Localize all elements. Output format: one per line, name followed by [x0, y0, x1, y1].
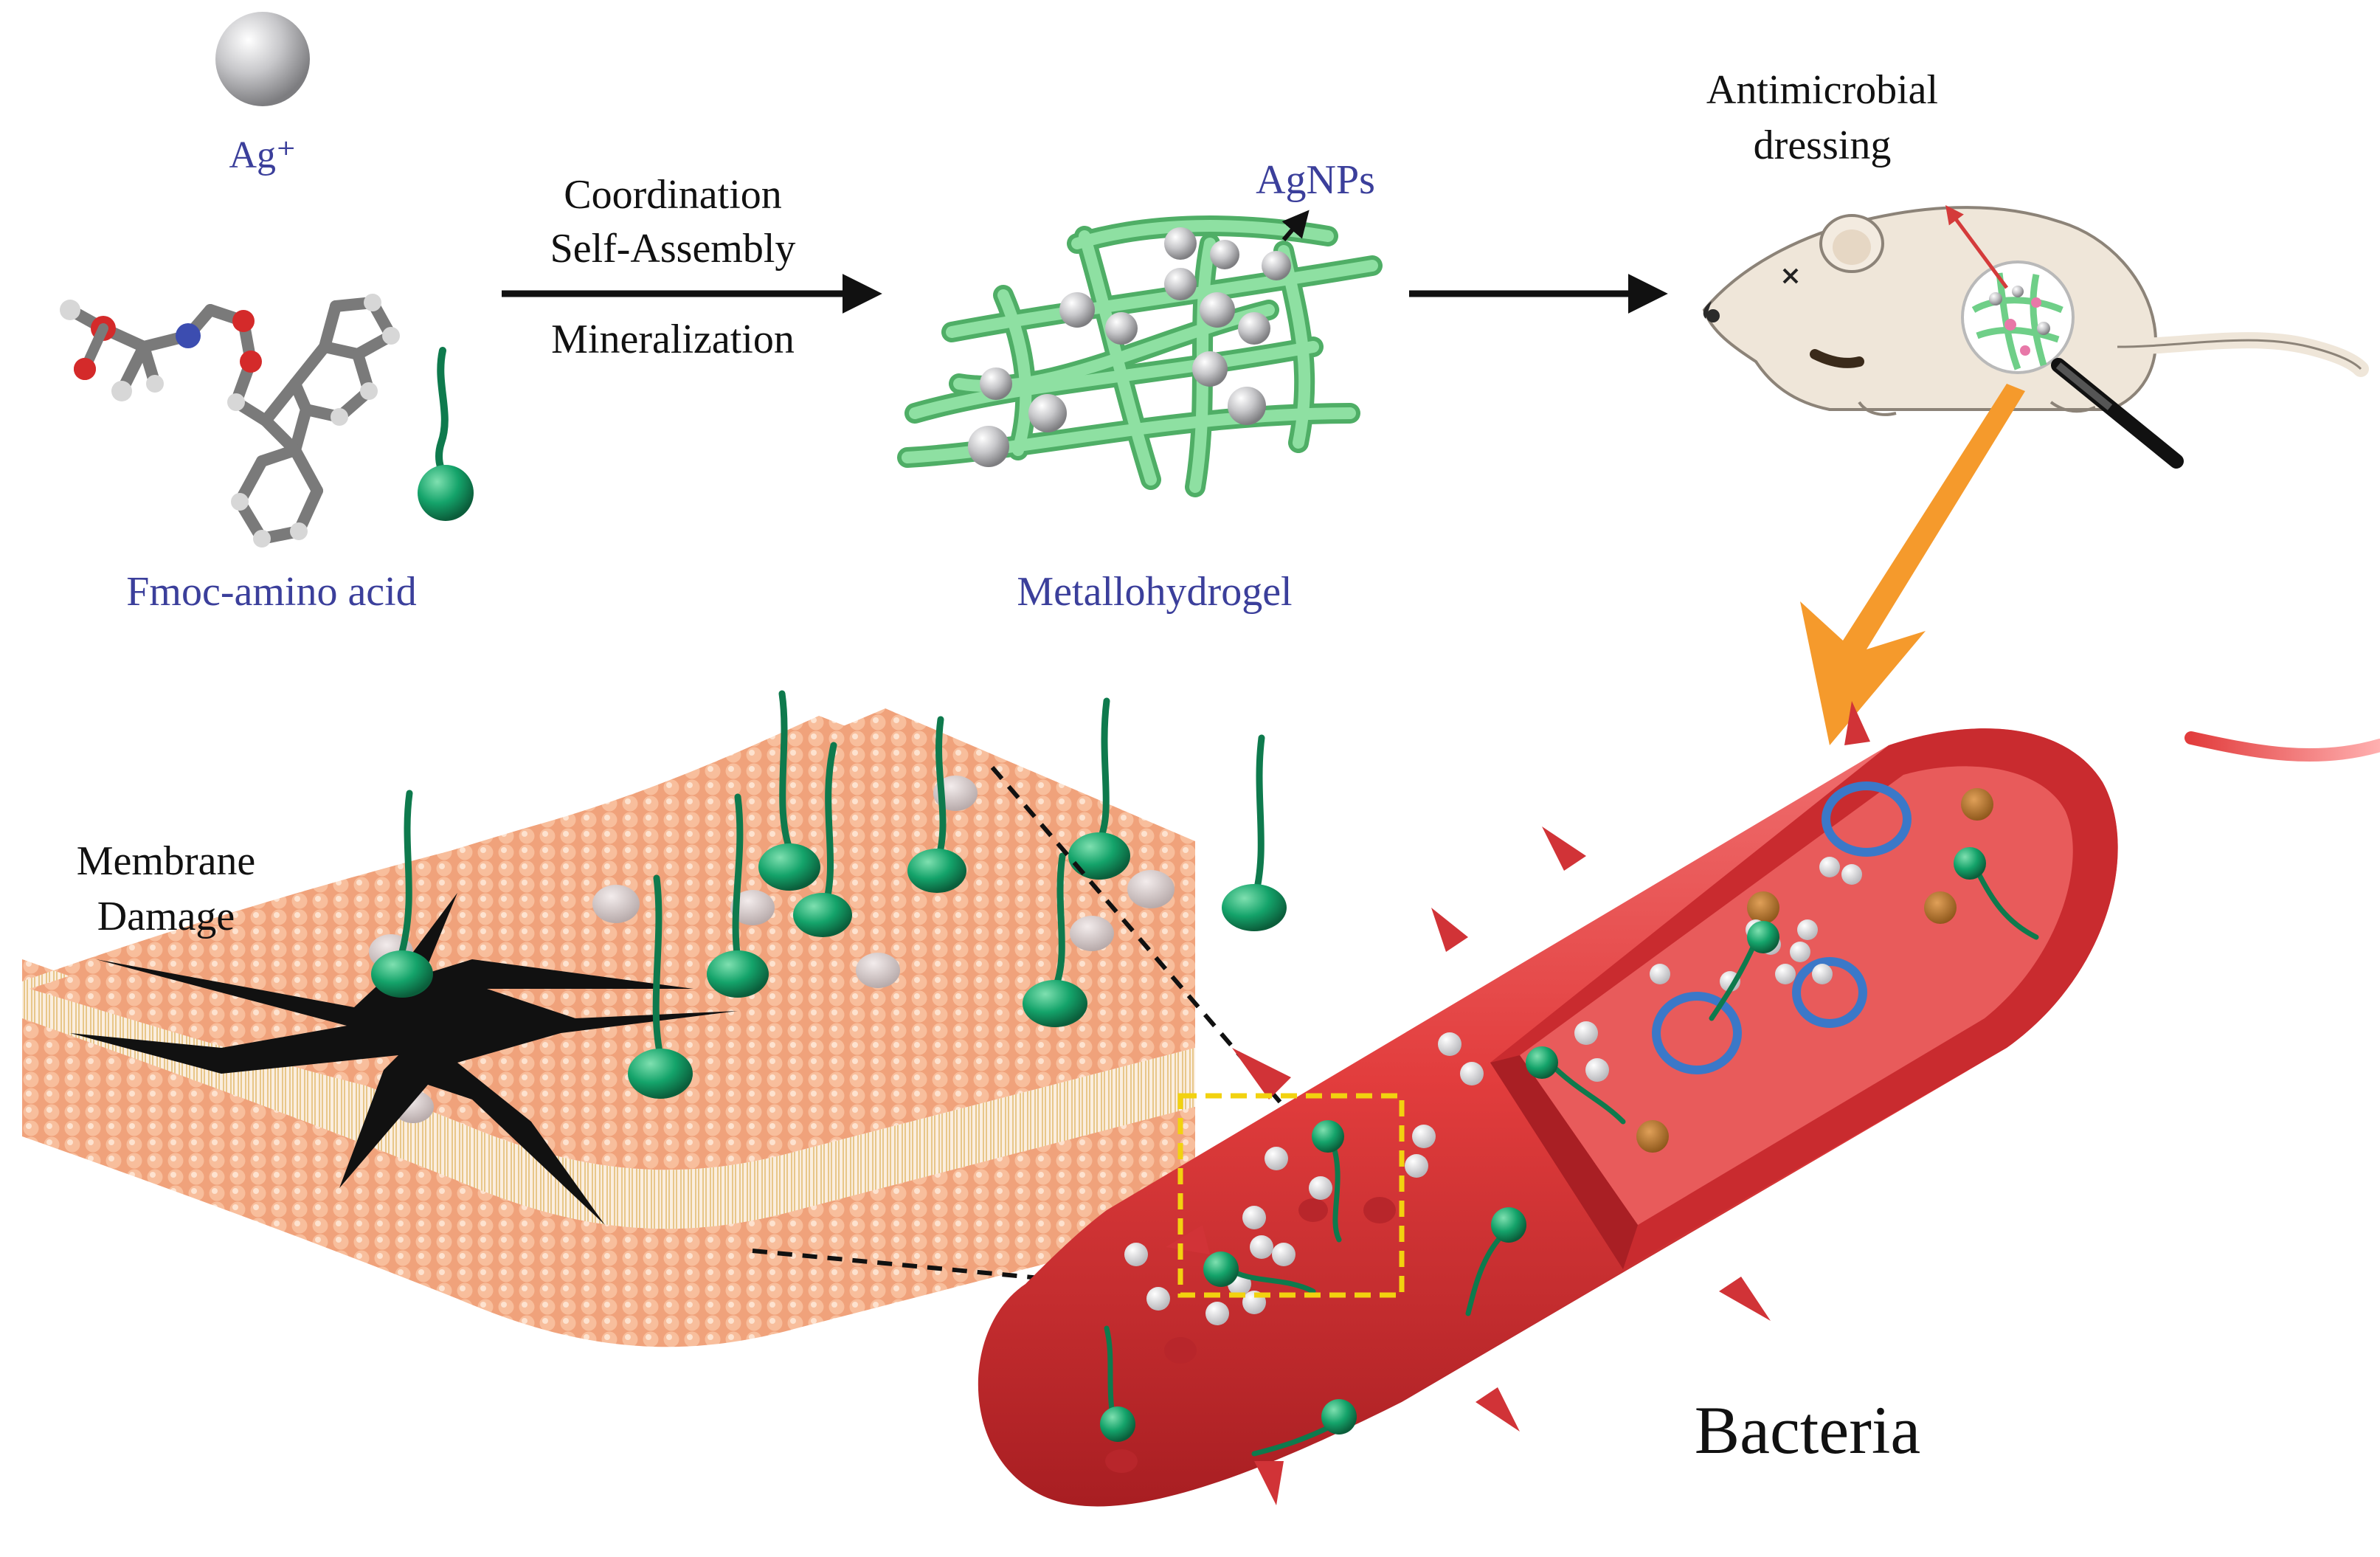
membrane-crack	[70, 893, 738, 1225]
arrow-label-coordination: Coordination	[564, 172, 782, 218]
metallohydrogel-label: Metallohydrogel	[1017, 569, 1293, 615]
fmoc-molecule-model	[60, 294, 400, 548]
membrane-damage-label-line2: Damage	[97, 894, 235, 939]
agnps-label: AgNPs	[1256, 157, 1375, 203]
red-pointer-arrow	[1945, 204, 2009, 289]
mouse-illustration	[1702, 206, 2369, 469]
membrane-damage-label-line1: Membrane	[76, 838, 256, 884]
agnps-pointer-arrow	[1281, 210, 1310, 241]
arrow-label-self-assembly: Self-Assembly	[550, 226, 796, 272]
zoom-box	[1177, 1093, 1405, 1298]
bacteria-peptides	[1100, 847, 2039, 1457]
fmoc-label: Fmoc-amino acid	[126, 569, 417, 615]
dressing-label-line2: dressing	[1753, 122, 1892, 168]
arrow-label-mineralization: Mineralization	[551, 317, 795, 362]
membrane-peptides	[371, 690, 1287, 1099]
peptide-head-icon	[418, 465, 474, 521]
ag-ion-label: Ag⁺	[229, 134, 297, 176]
hydrogel-network	[897, 215, 1383, 497]
silver-ion-sphere	[215, 12, 310, 106]
zoom-arrow	[1800, 384, 2025, 745]
lipid-membrane	[22, 708, 1195, 1347]
dna-coils	[1652, 781, 1912, 1074]
dressing-label-line1: Antimicrobial	[1706, 67, 1939, 113]
bacteria-label: Bacteria	[1694, 1392, 1921, 1468]
peptide-tail-icon	[435, 347, 450, 487]
